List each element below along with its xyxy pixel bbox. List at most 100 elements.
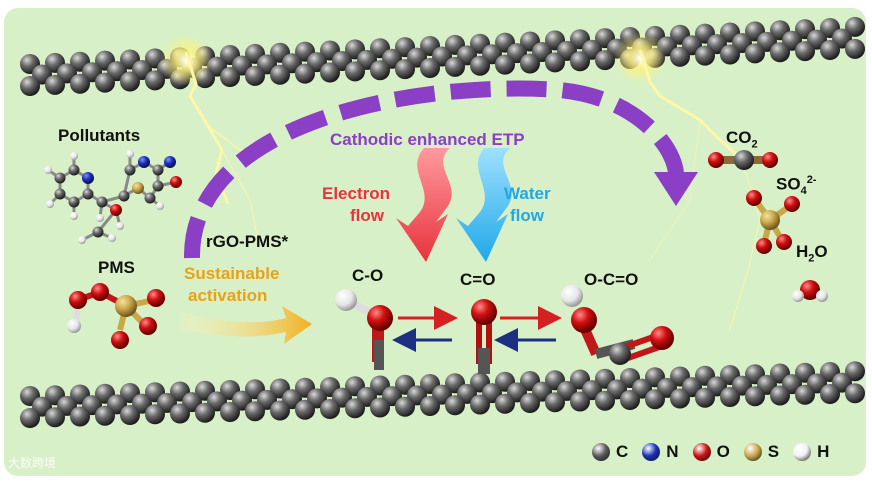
carbon-atom — [695, 388, 715, 408]
carbon-atom — [20, 76, 40, 96]
carbon-atom — [595, 391, 615, 411]
label-rgo-pms: rGO-PMS* — [206, 232, 288, 252]
atom-c — [145, 193, 156, 204]
carbon-atom — [95, 73, 115, 93]
watermark: 大数跨境 — [8, 454, 56, 471]
carbon-atom — [770, 386, 790, 406]
carbon-atom — [245, 401, 265, 421]
carbon-atom — [270, 401, 290, 421]
legend-item-c: C — [592, 442, 628, 462]
carbon-atom — [120, 72, 140, 92]
carbon-atom — [620, 390, 640, 410]
legend-label-o: O — [717, 442, 730, 462]
h2o-text-h: H — [796, 242, 808, 261]
carbon-atom — [370, 398, 390, 418]
atom-h — [70, 212, 78, 220]
carbon-atom — [495, 55, 515, 75]
legend-ball-h — [793, 443, 811, 461]
carbon-atom — [345, 398, 365, 418]
carbon-atom — [45, 407, 65, 427]
atom-h — [116, 222, 124, 230]
atom-c — [93, 227, 104, 238]
label-electron: Electron — [322, 184, 390, 204]
legend-label-n: N — [666, 442, 678, 462]
carbon-atom — [770, 42, 790, 62]
atom-c — [69, 165, 80, 176]
carbon-atom — [820, 40, 840, 60]
legend-ball-c — [592, 443, 610, 461]
carbon-atom — [445, 57, 465, 77]
carbon-atom — [245, 66, 265, 86]
legend-ball-o — [693, 443, 711, 461]
carbon-atom — [545, 392, 565, 412]
atom-h — [44, 166, 52, 174]
carbon-atom — [495, 394, 515, 414]
label-cathodic-etp: Cathodic enhanced ETP — [330, 130, 525, 150]
carbon-atom — [720, 45, 740, 65]
atom-c — [83, 189, 94, 200]
legend-item-n: N — [642, 442, 678, 462]
carbon-atom — [395, 59, 415, 79]
legend-ball-n — [642, 443, 660, 461]
so4-subscript: 4 — [801, 185, 807, 197]
carbon-atom — [470, 395, 490, 415]
carbon-atom — [195, 403, 215, 423]
label-electron-flow: flow — [350, 206, 384, 226]
label-c-o: C-O — [352, 266, 383, 286]
carbon-atom — [420, 396, 440, 416]
carbon-atom — [795, 385, 815, 405]
label-pollutants: Pollutants — [58, 126, 140, 146]
atom-c — [55, 189, 66, 200]
carbon-atom — [570, 51, 590, 71]
label-h2o: H2O — [796, 242, 828, 264]
legend-label-c: C — [616, 442, 628, 462]
atom-h — [156, 202, 164, 210]
label-co2: CO2 — [726, 128, 758, 150]
atom-h — [96, 214, 104, 222]
carbon-atom — [395, 397, 415, 417]
carbon-atom — [220, 67, 240, 87]
atom-n — [82, 172, 94, 184]
atom-n — [138, 156, 150, 168]
atom-n — [164, 156, 176, 168]
label-c-eq-o: C=O — [460, 270, 495, 290]
carbon-atom — [270, 65, 290, 85]
carbon-atom — [70, 74, 90, 94]
carbon-atom — [845, 39, 865, 59]
carbon-atom — [420, 58, 440, 78]
so4-superscript: 2- — [807, 174, 817, 186]
atom-h — [70, 152, 78, 160]
carbon-atom — [95, 406, 115, 426]
so4-text: SO — [776, 175, 801, 194]
carbon-atom — [345, 61, 365, 81]
carbon-atom — [120, 405, 140, 425]
legend-label-s: S — [768, 442, 779, 462]
carbon-atom — [570, 392, 590, 412]
h2o-text-o: O — [814, 242, 827, 261]
carbon-atom — [320, 399, 340, 419]
atom-c — [153, 181, 164, 192]
carbon-atom — [320, 63, 340, 83]
atom-c — [125, 165, 136, 176]
carbon-atom — [745, 43, 765, 63]
carbon-atom — [720, 387, 740, 407]
co2-subscript: 2 — [752, 138, 758, 150]
legend-item-o: O — [693, 442, 730, 462]
legend-ball-s — [744, 443, 762, 461]
atom-h — [126, 150, 134, 158]
atom-c — [55, 173, 66, 184]
atom-c — [97, 197, 108, 208]
carbon-atom — [220, 402, 240, 422]
carbon-atom — [295, 64, 315, 84]
atom-s — [132, 182, 144, 194]
carbon-atom — [845, 383, 865, 403]
label-so4: SO42- — [776, 174, 816, 197]
carbon-atom — [745, 386, 765, 406]
atom-c — [153, 165, 164, 176]
atom-h — [108, 234, 116, 242]
atom-o — [110, 204, 122, 216]
carbon-atom — [670, 47, 690, 67]
label-water: Water — [504, 184, 551, 204]
